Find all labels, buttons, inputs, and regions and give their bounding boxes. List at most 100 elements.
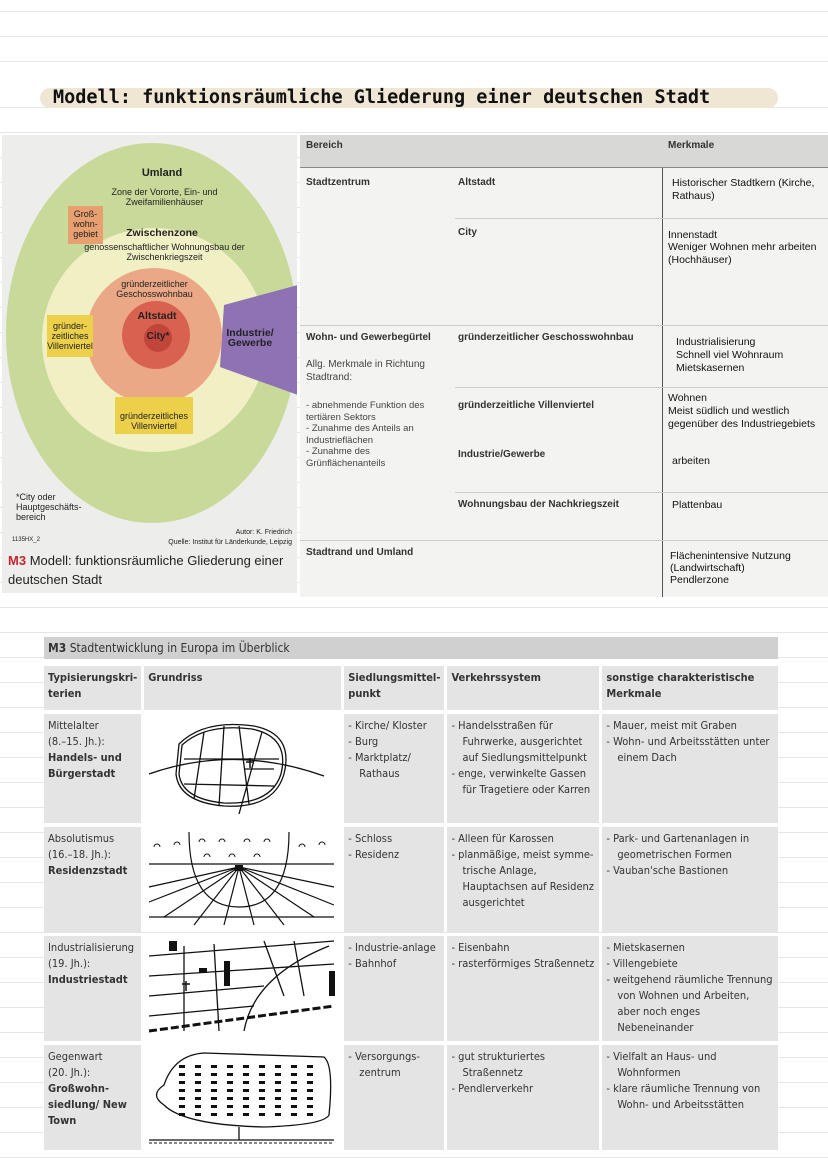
list-item: Alleen für Karossen	[451, 831, 595, 847]
period: (20. Jh.):	[48, 1066, 91, 1079]
table-title: Stadtentwicklung in Europa im Überblick	[69, 641, 290, 655]
table-title-bar: M3 Stadtentwicklung in Europa im Überbli…	[44, 637, 778, 659]
villen-bottom-label: gründerzeitliches Villenviertel	[119, 411, 189, 431]
header-cell: Typisierungskri-terien	[44, 666, 145, 710]
villen-merkmal-2: Meist südlich und westlich gegenüber des…	[668, 405, 816, 430]
table-row: Mittelalter(8.–15. Jh.):Handels- und Bür…	[44, 714, 778, 823]
umland-sub: Zone der Vororte, Ein- und Zweifamilienh…	[111, 187, 218, 207]
grosswohngebiet-box	[68, 206, 103, 244]
city-merkmal-3: (Hochhäuser)	[668, 254, 732, 266]
center-cell: Industrie-anlageBahnhof	[344, 936, 448, 1041]
caption-label: M3	[8, 553, 27, 568]
list-item: Handelsstraßen für Fuhrwerke, ausgericht…	[451, 718, 595, 766]
traffic-cell: gut strukturiertes StraßennetzPendlerver…	[447, 1045, 603, 1150]
list-item: rasterförmiges Straßennetz	[451, 956, 595, 972]
city-merkmal-1: Innenstadt	[668, 229, 718, 241]
list-item: Eisenbahn	[451, 940, 595, 956]
guertel-bullet-3: - Zunahme des Grünflächenanteils	[306, 446, 386, 469]
era: Industrialisierung	[48, 941, 135, 954]
city-label: City*	[146, 331, 170, 342]
era: Gegenwart	[48, 1050, 103, 1063]
figure-caption: M3 Modell: funktionsräumliche Gliederung…	[8, 551, 294, 589]
europe-development-table: M3 Stadtentwicklung in Europa im Überbli…	[44, 637, 778, 1154]
header-cell: Grundriss	[144, 666, 345, 710]
source: Quelle: Institut für Länderkunde, Leipzi…	[168, 539, 292, 546]
center-cell: SchlossResidenz	[344, 827, 448, 932]
list-item: Versorgungs-zentrum	[348, 1049, 440, 1081]
other-cell: MietskasernenVillengebieteweitgehend räu…	[602, 936, 778, 1041]
villen-bottom-box	[115, 397, 193, 434]
period: (16.–18. Jh.):	[48, 848, 111, 861]
city-type: Handels- und Bürgerstadt	[48, 751, 122, 780]
header-merkmale: Merkmale	[668, 140, 715, 151]
header-cell: Siedlungsmittel-punkt	[344, 666, 448, 710]
era-cell: Absolutismus(16.–18. Jh.):Residenzstadt	[44, 827, 145, 932]
list-item: klare räumliche Trennung von Wohn- und A…	[606, 1081, 774, 1113]
residence-town-plan	[144, 827, 345, 932]
new-town-plan	[144, 1045, 345, 1150]
grosswohn-label: Groß-wohn-gebiet	[73, 209, 98, 239]
zones-table: Bereich Merkmale Stadtzentrum Altstadt H…	[300, 135, 828, 597]
industrie: Industrie/Gewerbe	[458, 449, 546, 460]
stadtzentrum: Stadtzentrum	[306, 177, 370, 188]
list-item: planmäßige, meist symme-trische Anlage, …	[451, 847, 595, 911]
altstadt-merkmale: Historischer Stadtkern (Kirche, Rathaus)	[672, 177, 815, 202]
list-item: Park- und Gartenanlagen in geometrischen…	[606, 831, 774, 863]
figure-code: 1135HX_2	[12, 537, 40, 543]
stadtrand-merkmal-1: Flächenintensive Nutzung	[670, 550, 791, 562]
list-item: Kirche/ Kloster	[348, 718, 440, 734]
city-zone	[144, 324, 172, 352]
umland-label: Umland	[141, 167, 183, 179]
other-cell: Vielfalt an Haus- und Wohnformenklare rä…	[602, 1045, 778, 1150]
villen-left-label: gründer-zeitliches Villenviertel	[47, 321, 93, 351]
guertel-bullet-2: - Zunahme des Anteils an Industriefläche…	[306, 423, 414, 446]
list-item: Wohn- und Arbeitsstätten unter einem Dac…	[606, 734, 774, 766]
table-row: Gegenwart(20. Jh.):Großwohn-siedlung/ Ne…	[44, 1045, 778, 1150]
list-item: weitgehend räumliche Trennung von Wohnen…	[606, 972, 774, 1036]
villen: gründerzeitliche Villenviertel	[458, 400, 594, 411]
zwischenzone-sub: genossenschaftlicher Wohnungsbau der Zwi…	[84, 242, 245, 262]
nachkrieg-merkmal: Plattenbau	[672, 499, 723, 511]
villen-left-box	[47, 315, 93, 357]
list-item: Pendlerverkehr	[451, 1081, 595, 1097]
list-item: Villengebiete	[606, 956, 774, 972]
traffic-cell: Handelsstraßen für Fuhrwerke, ausgericht…	[447, 714, 603, 823]
nachkrieg: Wohnungsbau der Nachkriegszeit	[458, 499, 619, 510]
table-row: Absolutismus(16.–18. Jh.):Residenzstadt …	[44, 827, 778, 932]
list-item: Vielfalt an Haus- und Wohnformen	[606, 1049, 774, 1081]
header-row: Typisierungskri-terien Grundriss Siedlun…	[44, 666, 778, 710]
traffic-cell: Eisenbahnrasterförmiges Straßennetz	[447, 936, 603, 1041]
list-item: Burg	[348, 734, 440, 750]
header-cell: Verkehrssystem	[447, 666, 603, 710]
center-cell: Kirche/ KlosterBurgMarktplatz/ Rathaus	[344, 714, 448, 823]
city-type: Residenzstadt	[48, 864, 128, 877]
industrie-label: Industrie/ Gewerbe	[226, 327, 274, 349]
table-row: Industrialisierung (19. Jh.): Industriesta…	[44, 936, 778, 1041]
city-zone-diagram	[6, 143, 297, 523]
list-item: enge, verwinkelte Gassen für Tragetiere …	[451, 766, 595, 798]
era: Mittelalter	[48, 719, 99, 732]
header-cell: sonstige charakteristische Merkmale	[602, 666, 778, 710]
list-item: gut strukturiertes Straßennetz	[451, 1049, 595, 1081]
city-type: Industriestadt	[48, 973, 128, 986]
stadtrand-merkmal-2: (Landwirtschaft)	[670, 562, 745, 574]
era-cell: Gegenwart(20. Jh.):Großwohn-siedlung/ Ne…	[44, 1045, 145, 1150]
stadtrand-merkmal-3: Pendlerzone	[670, 574, 729, 586]
altstadt: Altstadt	[458, 177, 496, 188]
geschoss-merkmal-1: Industrialisierung	[676, 336, 756, 348]
altstadt-label: Altstadt	[137, 310, 177, 322]
other-cell: Mauer, meist mit GrabenWohn- und Arbeits…	[602, 714, 778, 823]
footnote: *City oder Hauptgeschäfts-bereich	[16, 492, 82, 522]
industrial-town-plan	[144, 936, 345, 1041]
city-merkmal-2: Weniger Wohnen mehr arbeiten	[668, 241, 817, 253]
guertel: Wohn- und Gewerbegürtel	[306, 332, 431, 343]
industrie-sector	[220, 285, 297, 395]
era-cell: Industrialisierung (19. Jh.): Industriesta…	[44, 936, 145, 1041]
table-header	[300, 135, 828, 168]
table-label: M3	[48, 641, 67, 655]
industrie-merkmal: arbeiten	[672, 455, 710, 467]
page-title: Modell: funktionsräumliche Gliederung ei…	[40, 88, 778, 108]
header-bereich: Bereich	[306, 140, 343, 151]
period: (19. Jh.):	[48, 957, 91, 970]
city-model-figure: Umland Zone der Vororte, Ein- und Zweifa…	[2, 135, 297, 593]
